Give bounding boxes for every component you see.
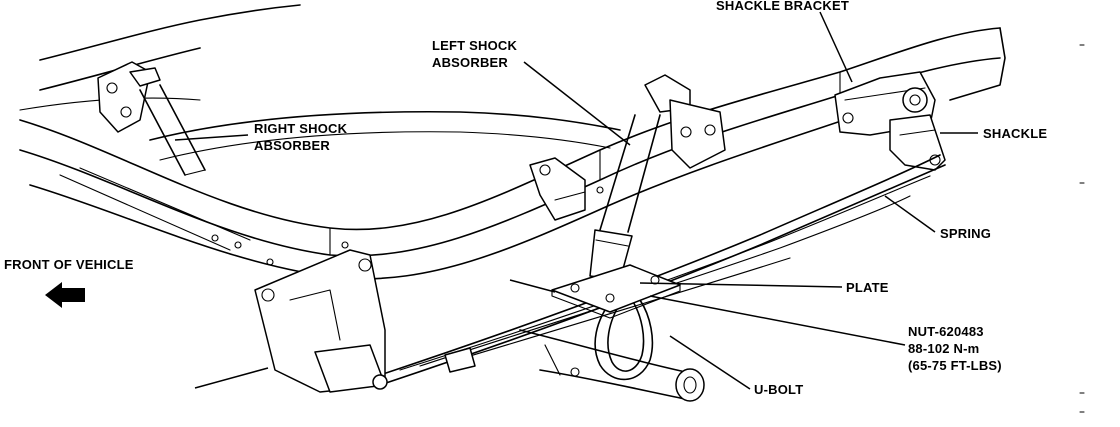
right-shock-label-line1: RIGHT SHOCK: [254, 121, 348, 136]
right-shock-label-line2: ABSORBER: [254, 138, 330, 153]
nut-torque-nm: 88-102 N-m: [908, 341, 980, 356]
shackle-bracket-label: SHACKLE BRACKET: [716, 0, 849, 13]
spring-label: SPRING: [940, 226, 992, 241]
right-shock-absorber: [97, 61, 206, 176]
frame-hanger-bracket: [529, 157, 586, 221]
nut-torque-ftlbs: (65-75 FT-LBS): [908, 358, 1002, 373]
shackle-label: SHACKLE: [983, 126, 1048, 141]
leaf-spring: [379, 154, 946, 386]
front-spring-hanger: [254, 249, 388, 393]
left-shock-label-line1: LEFT SHOCK: [432, 38, 518, 53]
plate: [551, 264, 681, 319]
nut-label-line1: NUT-620483: [908, 324, 984, 339]
edge-marks: [1079, 44, 1085, 413]
leader-lines: [174, 11, 978, 390]
axle-housing: [519, 329, 705, 402]
u-bolt-label: U-BOLT: [754, 382, 804, 397]
left-shock-label-line2: ABSORBER: [432, 55, 508, 70]
left-shock-absorber: [589, 74, 726, 281]
u-bolt: [594, 299, 654, 381]
plate-label: PLATE: [846, 280, 889, 295]
frame-rail: [19, 4, 1006, 280]
shackle: [889, 114, 946, 171]
front-of-vehicle-label: FRONT OF VEHICLE: [4, 257, 134, 272]
front-arrow-icon: [45, 282, 85, 308]
